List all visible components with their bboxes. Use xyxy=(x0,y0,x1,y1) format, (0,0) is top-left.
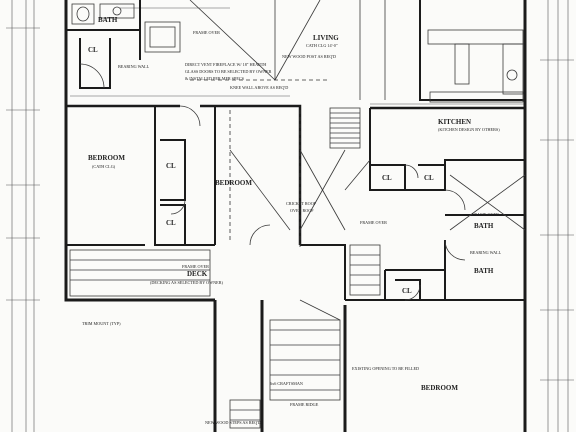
note-cricket: CRICKET ROOF xyxy=(286,201,317,206)
living-label: LIVING xyxy=(313,34,339,42)
closet-mid2-label: CL xyxy=(166,219,176,227)
cricket-roof-lines xyxy=(229,110,526,250)
closet-right2-label: CL xyxy=(424,174,434,182)
living-size-label: CATH CLG 14'-0" xyxy=(306,43,338,48)
bedroom-right-label: BEDROOM xyxy=(421,384,458,392)
note-overhang: OVER ROOF xyxy=(290,208,314,213)
bedroom-center-label: BEDROOM xyxy=(215,179,252,187)
note-trim: TRIM MOUNT (TYP) xyxy=(82,321,121,326)
kitchen-cabinets xyxy=(427,29,524,103)
bath-right-label: BATH xyxy=(474,222,494,230)
staircase xyxy=(329,107,381,296)
note-craftsman: 6x6 CRAFTSMAN xyxy=(270,381,303,386)
note-ridge: FRAME RIDGE xyxy=(290,402,319,407)
note-glass-doors: GLASS DOORS TO BE SELECTED BY OWNER xyxy=(185,69,272,74)
deck-area xyxy=(69,249,341,429)
closet-lower-label: CL xyxy=(402,287,412,295)
bath-fixtures-top xyxy=(71,3,135,25)
note-installed: & INSTALLED PER MFR SPECS xyxy=(185,76,245,81)
note-frame-over: FRAME OVER xyxy=(193,30,220,35)
note-knee-wall: KNEE WALL ABOVE AS REQ'D xyxy=(230,85,288,90)
dimension-lines xyxy=(6,0,574,432)
kitchen-note: (KITCHEN DESIGN BY OTHERS) xyxy=(438,127,500,132)
note-bearing-wall-right: BEARING WALL xyxy=(470,250,502,255)
interior-walls xyxy=(66,0,525,301)
living-roof-lines xyxy=(144,0,386,100)
closet-right-label: CL xyxy=(382,174,392,182)
bath-top-label: BATH xyxy=(98,16,118,24)
note-frame-over-mid: FRAME OVER xyxy=(360,220,387,225)
bedroom-left-sub: (CATH CLG) xyxy=(92,164,116,169)
note-framing: EXISTING OPENING TO BE FILLED xyxy=(352,366,419,371)
note-ridge-beam: NEW WOOD POST AS REQ'D xyxy=(282,54,336,59)
note-bearing-wall-top: BEARING WALL xyxy=(118,64,150,69)
note-fireplace: DIRECT VENT FIREPLACE W/ 18" HEARTH xyxy=(185,62,266,67)
note-new-steps: NEW WOOD STEPS AS REQ'D xyxy=(205,420,261,425)
note-deck: (DECKING AS SELECTED BY OWNER) xyxy=(150,280,223,285)
kitchen-label: KITCHEN xyxy=(438,118,471,126)
closet-top-label: CL xyxy=(88,46,98,54)
bath-right2-label: BATH xyxy=(474,267,494,275)
bedroom-left-label: BEDROOM xyxy=(88,154,125,162)
deck-label: DECK xyxy=(187,270,208,278)
note-frame-over-right: FRAME OVER xyxy=(472,212,499,217)
door-swings xyxy=(79,63,466,301)
closet-mid-label: CL xyxy=(166,162,176,170)
note-deck-frame: FRAME OVER xyxy=(182,264,209,269)
